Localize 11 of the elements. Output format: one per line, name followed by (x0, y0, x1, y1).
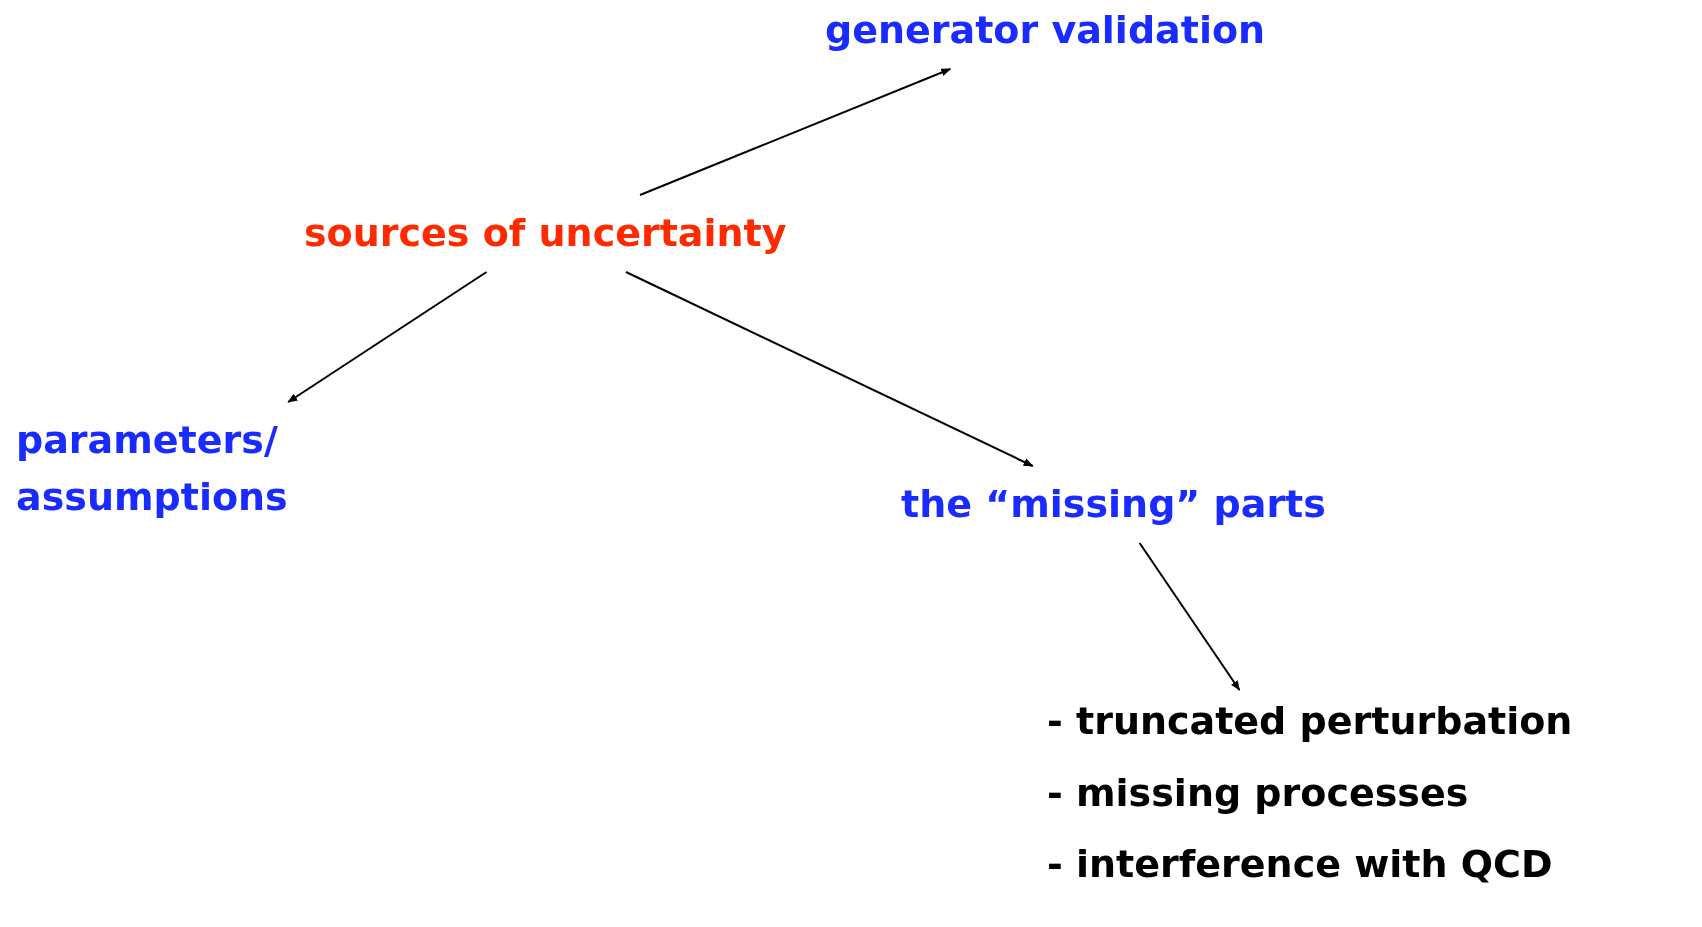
arrow (287, 271, 488, 403)
bullet-item: - truncated perturbation (1047, 700, 1573, 744)
arrow (624, 271, 1034, 467)
subtopic: the “missing” parts (901, 481, 1326, 528)
arrow (639, 68, 952, 196)
root-topic: sources of uncertainty (304, 210, 787, 257)
bullet-item: - interference with QCD (1047, 843, 1554, 888)
arrow (1138, 542, 1241, 691)
bullet-item: - missing processes (1047, 771, 1470, 816)
subtopic: parameters/ assumptions (16, 417, 289, 521)
subtopic: generator validation (825, 7, 1266, 54)
